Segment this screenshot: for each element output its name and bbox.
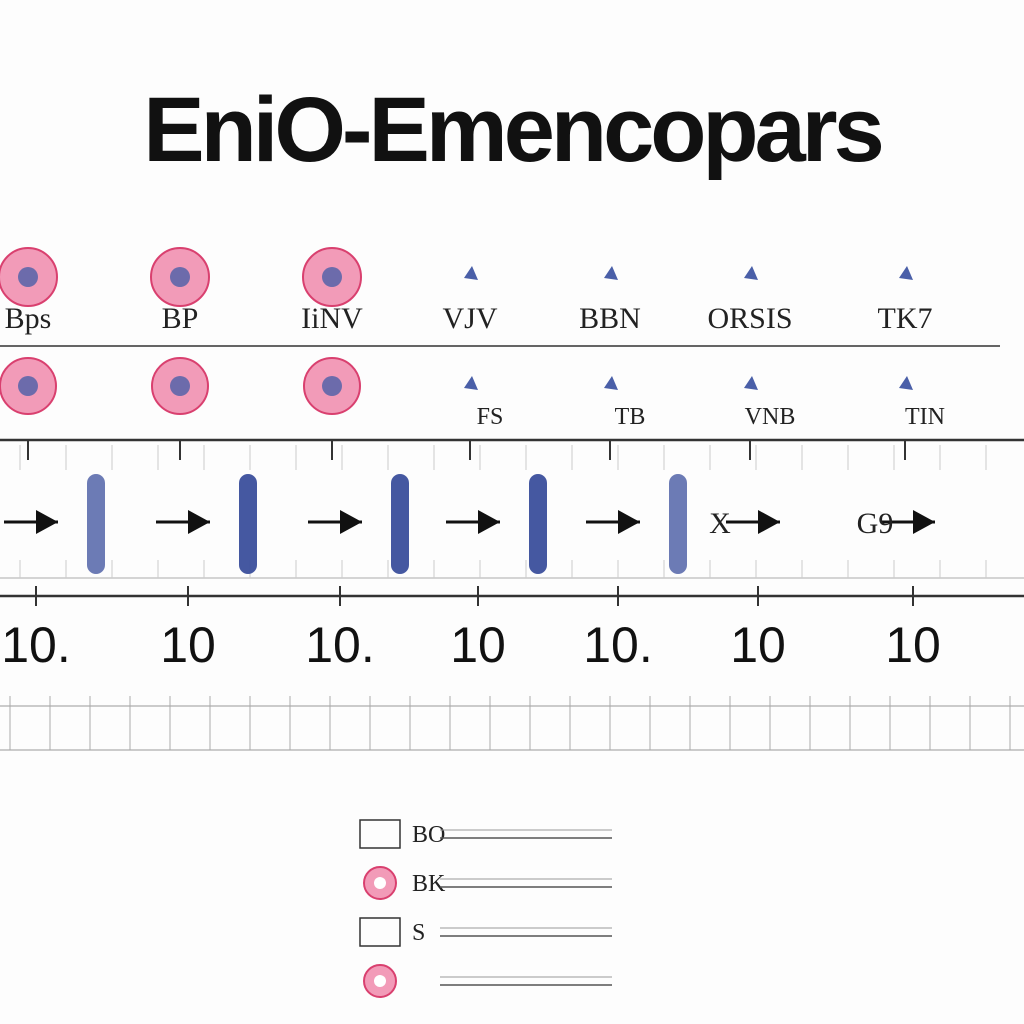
blue-bar: [239, 474, 257, 574]
legend-box-icon: [359, 917, 401, 947]
scale-number: 10.: [305, 617, 375, 673]
legend-box-icon: [359, 819, 401, 849]
arrow-head: [188, 510, 210, 534]
diagram-title: EniO-Emencopars: [143, 79, 885, 181]
scale-number: 10: [450, 617, 506, 673]
arrow-head: [36, 510, 58, 534]
arrow-label: G9: [857, 507, 894, 540]
blue-marker-icon: [604, 376, 618, 390]
legend-pink-core: [374, 975, 386, 987]
cell-nucleus: [18, 267, 38, 287]
arrow-head: [618, 510, 640, 534]
column-label: VJV: [442, 302, 497, 335]
blue-marker-icon: [744, 266, 758, 280]
legend-pink-core: [374, 877, 386, 889]
scale-number: 10.: [1, 617, 71, 673]
blue-marker-icon: [604, 266, 618, 280]
row2-label: TB: [615, 404, 646, 430]
cell-nucleus: [170, 376, 190, 396]
scale-number: 10: [160, 617, 216, 673]
column-label: BP: [162, 302, 199, 335]
blue-marker-icon: [744, 376, 758, 390]
column-label: TK7: [878, 302, 933, 335]
column-label: IiNV: [301, 302, 363, 335]
blue-marker-icon: [899, 266, 913, 280]
blue-bar: [669, 474, 687, 574]
arrow-label: X: [709, 507, 731, 540]
legend-text: S: [412, 920, 425, 946]
arrow-head: [478, 510, 500, 534]
cell-nucleus: [170, 267, 190, 287]
row2-label: VNB: [745, 404, 796, 430]
scale-number: 10: [730, 617, 786, 673]
blue-bar: [529, 474, 547, 574]
scale-number: 10.: [583, 617, 653, 673]
cell-nucleus: [18, 376, 38, 396]
legend-text: BK: [412, 871, 446, 897]
cell-nucleus: [322, 267, 342, 287]
cell-nucleus: [322, 376, 342, 396]
arrow-head: [340, 510, 362, 534]
column-label: BBN: [579, 302, 641, 335]
scale-number: 10: [885, 617, 941, 673]
diagram-layer: Bps 10. BP 10 IiNV 10. VJV FS 10 BBN TB 10. ORSIS VNB…: [0, 247, 1024, 998]
legend-text: BO: [412, 822, 445, 848]
row2-label: TIN: [905, 404, 945, 430]
blue-bar: [391, 474, 409, 574]
arrow-head: [913, 510, 935, 534]
column-label: ORSIS: [707, 302, 792, 335]
blue-marker-icon: [464, 376, 478, 390]
blue-marker-icon: [899, 376, 913, 390]
row2-label: FS: [477, 404, 504, 430]
blue-marker-icon: [464, 266, 478, 280]
arrow-head: [758, 510, 780, 534]
column-label: Bps: [5, 302, 52, 335]
blue-bar: [87, 474, 105, 574]
